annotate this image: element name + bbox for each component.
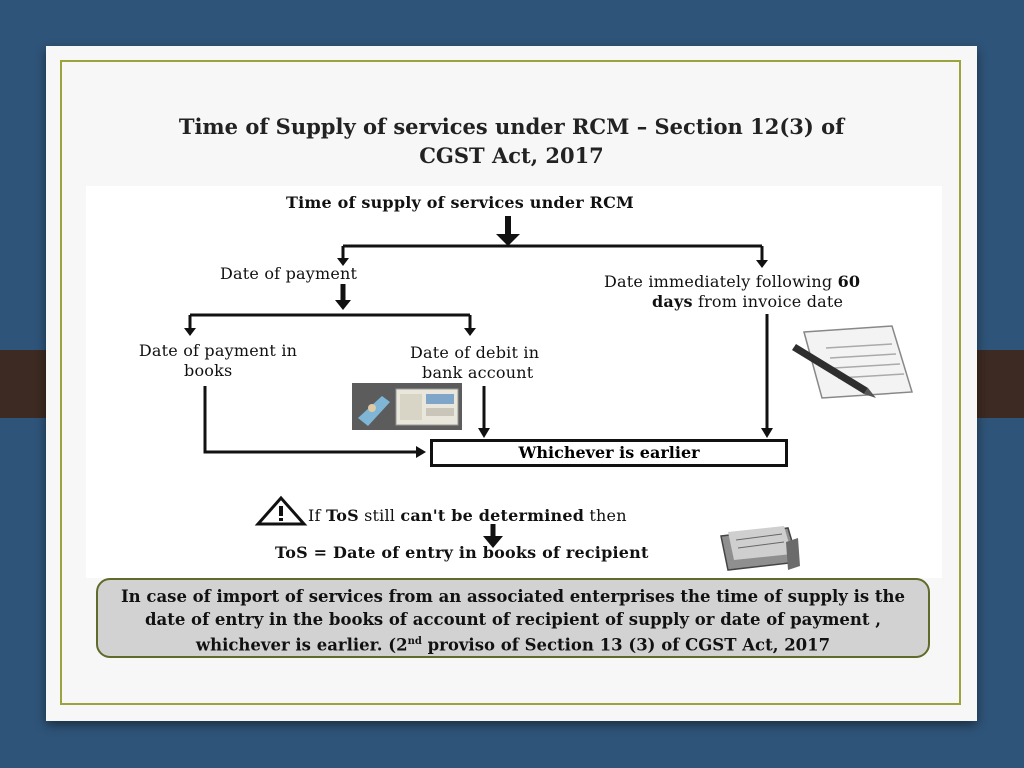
debit-line1: Date of debit in — [410, 343, 540, 362]
immediate-line1-text: Date immediately following — [604, 272, 838, 291]
immediate-line2-bold: days — [652, 292, 693, 311]
node-payment-in-books: Date of payment in books — [116, 341, 320, 381]
tos-condition-text: If ToS still can't be determined then — [308, 506, 627, 526]
tos-if: If — [308, 506, 326, 525]
node-debit-in-bank: Date of debit in bank account — [410, 343, 539, 383]
books-line1: Date of payment in — [138, 341, 298, 360]
note-superscript: nd — [407, 636, 422, 647]
flow-diagram: Time of supply of services under RCM Dat… — [86, 186, 942, 578]
slide-title-line1: Time of Supply of services under RCM – S… — [178, 114, 845, 139]
slide-card: Time of Supply of services under RCM – S… — [46, 46, 977, 721]
card-payment-icon — [352, 383, 462, 430]
debit-line2: bank account — [422, 363, 534, 382]
import-services-note: In case of import of services from an as… — [96, 578, 930, 658]
whichever-earlier-box: Whichever is earlier — [430, 439, 788, 467]
books-icon — [720, 526, 800, 571]
immediate-line2-text: from invoice date — [692, 292, 844, 311]
tos-result-text: ToS = Date of entry in books of recipien… — [275, 543, 649, 562]
arrowhead-heading — [496, 234, 520, 246]
tos-abbrev: ToS — [325, 506, 359, 525]
immediate-line1-bold: 60 — [837, 272, 861, 291]
diagram-heading: Time of supply of services under RCM — [286, 193, 634, 212]
slide-title-line2: CGST Act, 2017 — [419, 143, 604, 168]
note-text-end: proviso of Section 13 (3) of CGST Act, 2… — [421, 635, 831, 655]
tos-cant-determined: can't be determined — [400, 506, 585, 525]
note-text: In case of import of services from an as… — [120, 587, 906, 655]
tos-still: still — [358, 506, 401, 525]
slide-title: Time of Supply of services under RCM – S… — [46, 112, 977, 170]
slide-frame — [60, 60, 961, 705]
tos-then: then — [584, 506, 627, 525]
invoice-icon — [792, 325, 913, 399]
node-immediately-following: Date immediately following 60 days from … — [604, 272, 860, 312]
arrow-books-to-box — [203, 386, 418, 454]
warning-icon — [254, 495, 308, 526]
node-date-of-payment: Date of payment — [220, 264, 358, 283]
flow-connectors — [184, 216, 913, 571]
books-line2: books — [184, 361, 233, 380]
